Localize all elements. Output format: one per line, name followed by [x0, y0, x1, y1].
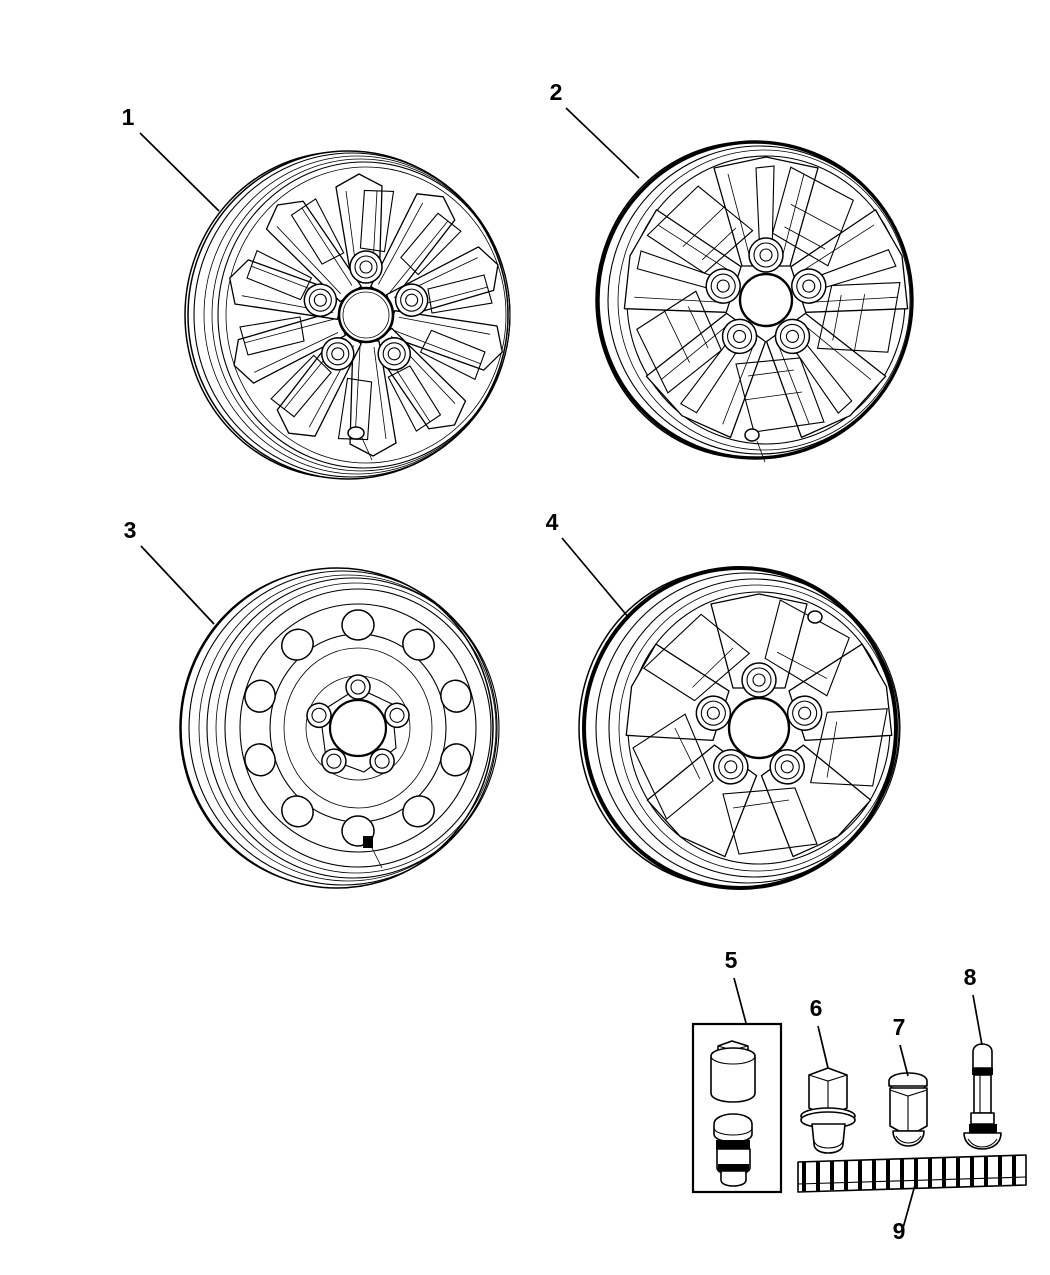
callout-leader-lines: [139, 107, 983, 1229]
leader-line-7: [899, 1044, 909, 1077]
part-5-lock-key-socket: [710, 1040, 756, 1103]
wheel-4-valve-hole: [807, 610, 823, 624]
leader-line-8: [972, 994, 983, 1046]
wheel-1-multi-spoke-alloy[interactable]: [184, 150, 511, 480]
leader-line-5: [733, 977, 747, 1024]
wheel-4-center-bore: [727, 696, 791, 760]
part-5-wheel-lock-kit[interactable]: [691, 1022, 783, 1194]
wheel-2-valve-hole: [744, 428, 760, 442]
part-9-weight-segments: [802, 1156, 1016, 1191]
wheel-3-valve-hole: [363, 836, 373, 848]
callout-number-8[interactable]: 8: [964, 964, 977, 990]
leader-line-1: [139, 132, 220, 212]
wheel-3-steel-wheel[interactable]: [179, 567, 500, 889]
part-7-lug-nut-capped[interactable]: [888, 1072, 928, 1147]
callout-numbers: 1 2 3 4 5 6 7 8 9: [122, 79, 977, 1244]
callout-number-2[interactable]: 2: [550, 79, 563, 105]
callout-number-7[interactable]: 7: [893, 1014, 906, 1040]
leader-line-3: [140, 545, 215, 625]
wheel-2-lug-nuts: [705, 237, 827, 355]
wheel-1-lug-nuts: [303, 250, 429, 371]
leader-line-4: [561, 537, 630, 619]
callout-number-6[interactable]: 6: [810, 995, 823, 1021]
callout-number-1[interactable]: 1: [122, 104, 135, 130]
callout-number-5[interactable]: 5: [725, 947, 738, 973]
wheel-3-vent-holes: [244, 609, 472, 847]
leader-line-9: [902, 1184, 916, 1229]
wheel-2-center-bore: [738, 272, 794, 328]
callout-number-4[interactable]: 4: [546, 509, 559, 535]
wheel-4-lug-nuts: [695, 662, 823, 785]
part-5-lock-nut: [713, 1113, 753, 1187]
leader-line-6: [817, 1025, 829, 1069]
leader-line-2: [565, 107, 640, 179]
part-5-box-frame: [691, 1022, 783, 1194]
wheel-1-valve-hole: [347, 426, 365, 440]
part-6-lug-nut-flanged[interactable]: [800, 1067, 856, 1154]
wheel-4-five-spoke-alloy[interactable]: [578, 566, 901, 890]
part-8-tire-valve-stem[interactable]: [963, 1043, 1002, 1150]
wheel-3-center-bore: [328, 698, 388, 758]
part-9-balance-weight-strip[interactable]: [797, 1154, 1027, 1193]
wheel-2-wheel-cover[interactable]: [595, 140, 918, 463]
callout-number-3[interactable]: 3: [124, 517, 137, 543]
callout-number-9[interactable]: 9: [893, 1218, 906, 1244]
wheel-1-center-bore: [337, 286, 395, 344]
wheel-3-lug-holes: [306, 674, 410, 774]
